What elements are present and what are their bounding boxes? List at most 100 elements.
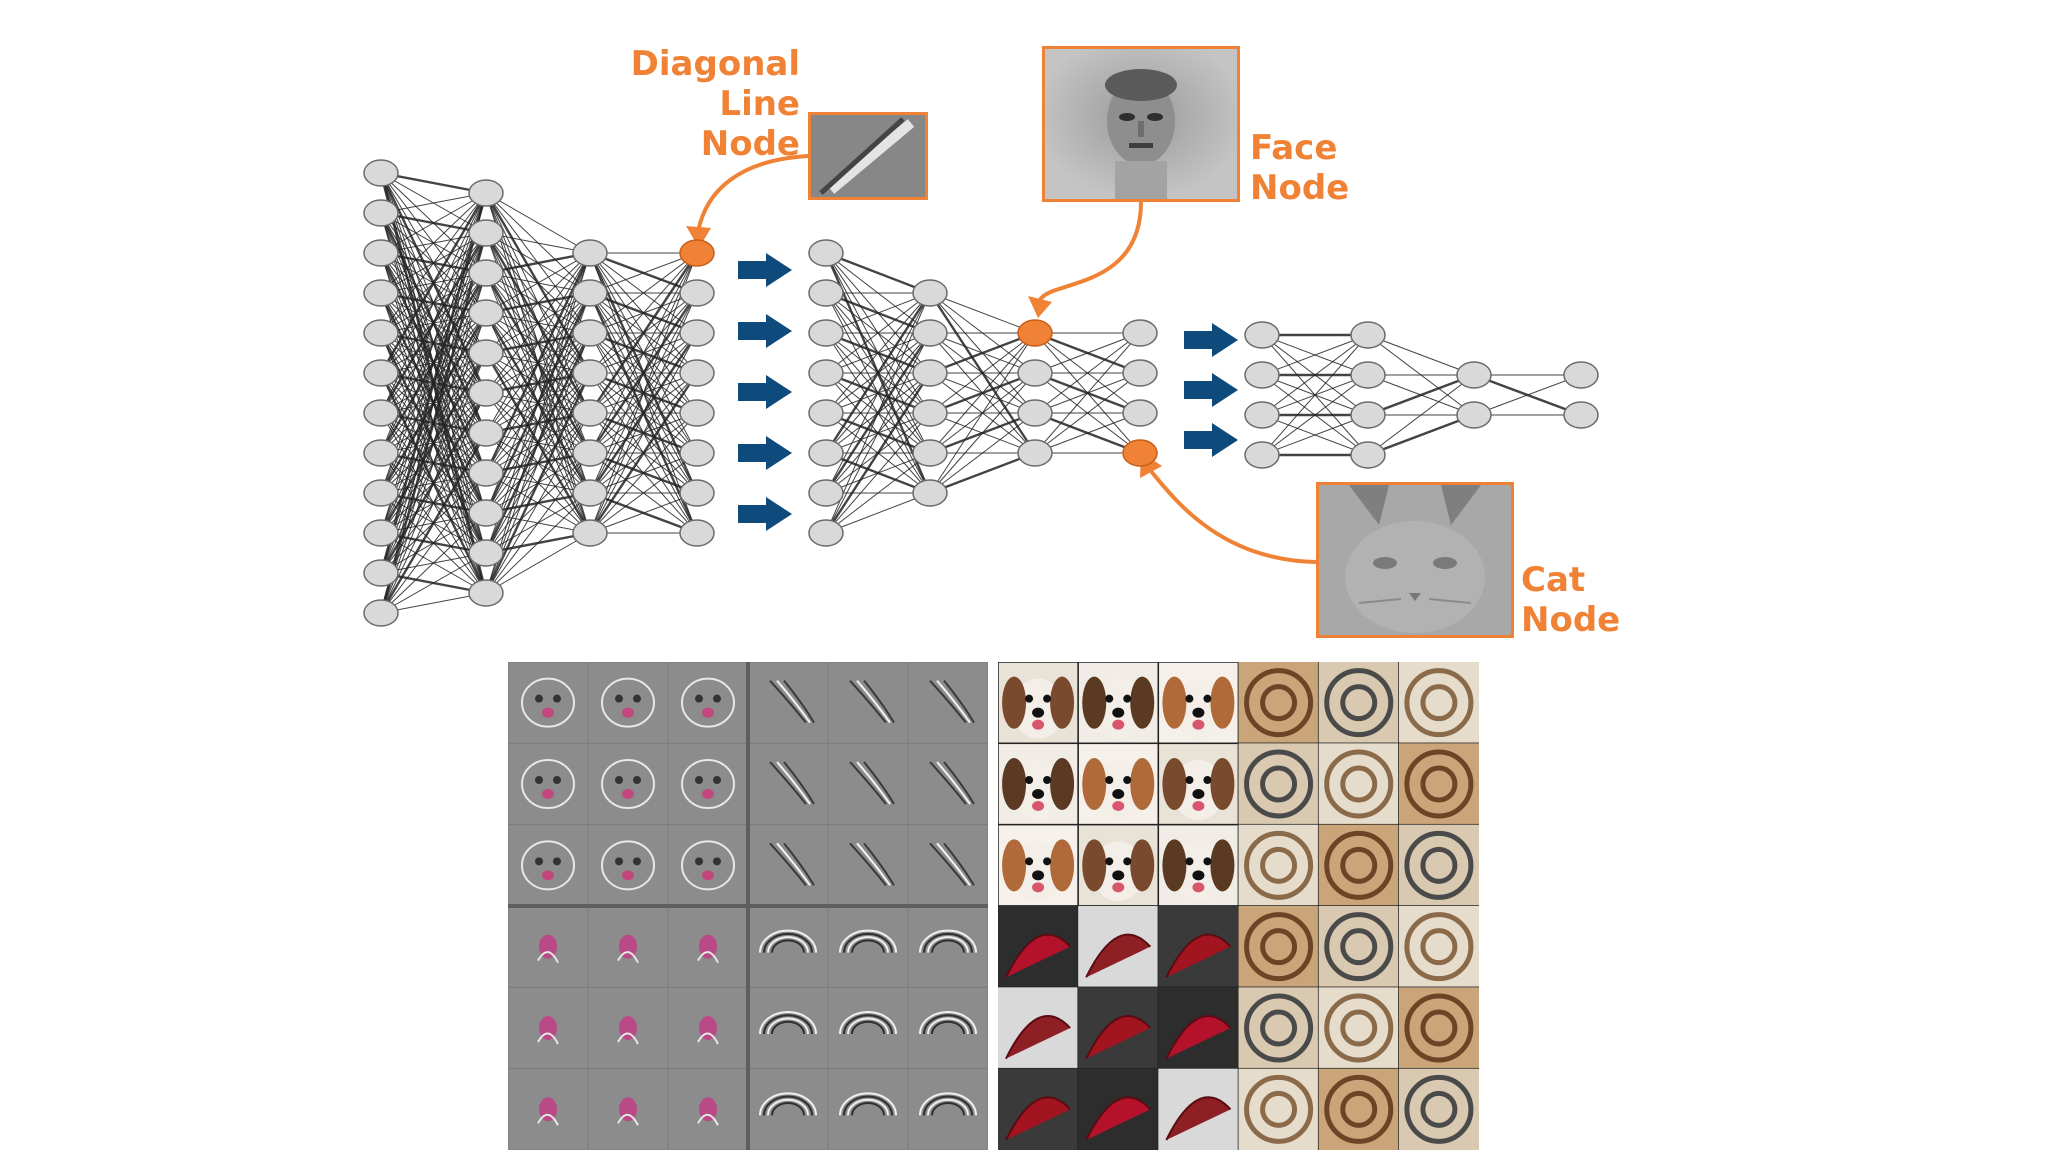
connection-edge (380, 352, 487, 614)
label-line-2: Line (719, 84, 800, 124)
face-callout-arrow (1028, 201, 1143, 318)
diagonal-stroke-pattern-icon (907, 662, 988, 744)
right-arrow-icon (738, 497, 792, 531)
dog-photo-icon (1157, 742, 1240, 826)
label-line-2: Node (1250, 168, 1350, 208)
connection-edge (380, 272, 487, 614)
label-line-1: Cat (1521, 560, 1586, 600)
dog-face-pattern-icon (587, 662, 669, 744)
dog-photo-icon (1077, 742, 1160, 826)
connection-edge (380, 192, 487, 254)
connection-edge (929, 331, 1036, 375)
connection-edge (1261, 414, 1369, 456)
concentric-ring-pattern-icon (747, 905, 829, 988)
connection-edge (485, 252, 591, 314)
right-arrow-icon (1184, 373, 1238, 407)
connection-edge (485, 412, 591, 594)
network-node (572, 399, 608, 427)
network-node (363, 399, 399, 427)
network-node (468, 219, 504, 247)
connection-edge (929, 372, 1036, 494)
network-node (1456, 361, 1492, 389)
connection-edge (589, 252, 698, 334)
network-node (1017, 439, 1053, 467)
network-node (363, 239, 399, 267)
cat-feature-image (1316, 482, 1514, 638)
network-node (363, 559, 399, 587)
network-node (363, 199, 399, 227)
network-node (363, 279, 399, 307)
connection-edge (929, 332, 1036, 454)
connection-edge (380, 192, 487, 534)
connection-edge (589, 252, 698, 534)
right-arrow-icon (738, 253, 792, 287)
network-node (808, 319, 844, 347)
diagonal-stroke-pattern-icon (907, 742, 988, 826)
connection-edge (1473, 374, 1582, 416)
network-node (679, 479, 715, 507)
connection-edge (929, 451, 1036, 495)
network-node (572, 279, 608, 307)
dog-face-pattern-icon (587, 742, 669, 826)
dog-face-pattern-icon (667, 662, 749, 744)
spiral-photo-icon (1317, 1067, 1400, 1150)
connection-edge (589, 252, 698, 454)
connection-edge (485, 232, 591, 254)
network-node (912, 359, 948, 387)
spiral-photo-icon (1317, 905, 1400, 989)
network-node (808, 519, 844, 547)
connection-edge (380, 512, 487, 614)
connection-edge (380, 192, 487, 294)
network-node (1563, 361, 1599, 389)
network-node (363, 479, 399, 507)
connection-edge (1034, 372, 1141, 454)
connection-edge (589, 372, 698, 534)
network-node (912, 439, 948, 467)
connection-edge (379, 192, 488, 574)
connection-edge (380, 312, 487, 614)
feature-visualization-svg (508, 662, 988, 1150)
concentric-ring-pattern-icon (747, 1068, 829, 1150)
spiral-photo-icon (1317, 742, 1400, 826)
network-node (1350, 321, 1386, 349)
network-node (468, 179, 504, 207)
network-node (468, 259, 504, 287)
network-node (468, 459, 504, 487)
connection-edge (929, 332, 1036, 414)
cat-callout-arrow (1140, 452, 1317, 564)
dog-photo-icon (998, 662, 1079, 745)
connection-edge (589, 292, 698, 534)
label-line-2: Node (1521, 600, 1621, 640)
highlighted-node (1017, 319, 1053, 347)
connection-edge (825, 292, 931, 494)
red-object-photo-icon (1077, 986, 1160, 1070)
diagonal-callout-arrow (686, 154, 809, 248)
connection-edge (380, 392, 487, 614)
connection-edge (589, 412, 698, 534)
connection-edge (485, 252, 591, 514)
connection-edge (825, 492, 931, 534)
connection-edge (485, 252, 591, 594)
network-node (572, 359, 608, 387)
connection-edge (589, 492, 698, 534)
connection-edge (485, 492, 591, 594)
connection-edge (380, 192, 487, 214)
diagonal-stroke-pattern-icon (827, 824, 909, 907)
label-line-1: Diagonal (630, 44, 800, 84)
connection-edge (1367, 373, 1475, 417)
connection-edge (380, 192, 487, 334)
spiral-photo-icon (1237, 1067, 1320, 1150)
red-blob-pattern-icon (667, 905, 749, 988)
connection-edge (929, 332, 1036, 494)
concentric-ring-pattern-icon (907, 1068, 988, 1150)
network-node (1122, 399, 1158, 427)
network-node (1122, 359, 1158, 387)
connection-edge (380, 472, 487, 614)
connection-edge (825, 452, 931, 534)
connection-edge (825, 292, 931, 374)
connection-edge (485, 292, 591, 594)
network-node (468, 579, 504, 607)
network-node (1350, 361, 1386, 389)
spiral-photo-icon (1237, 742, 1320, 826)
spiral-photo-icon (1317, 662, 1400, 745)
